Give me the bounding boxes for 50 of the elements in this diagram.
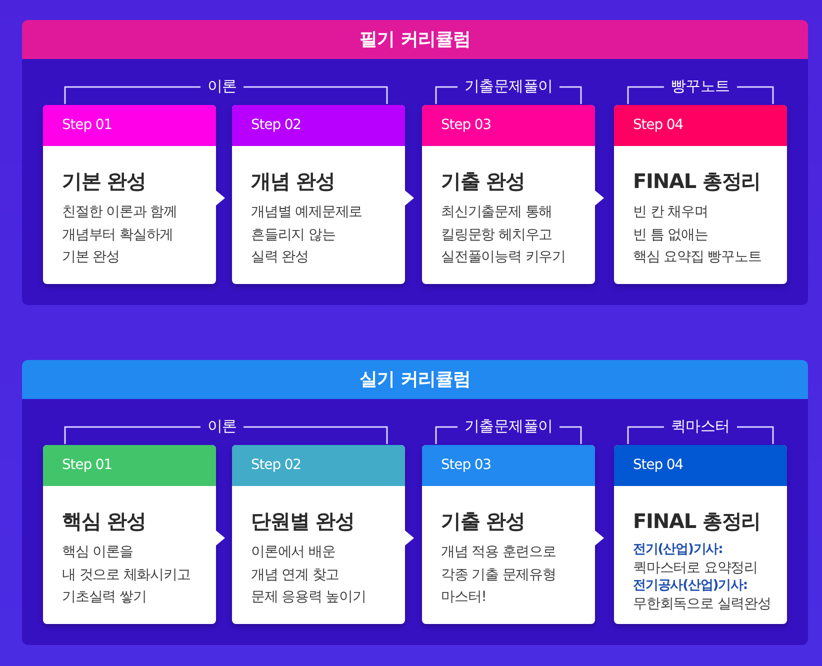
- step-card: [43, 105, 216, 284]
- step-card: [43, 445, 216, 624]
- bracket-label: 퀵마스터: [671, 416, 730, 436]
- card-description: 개념별 예제문제로 흔들리지 않는 실력 완성: [251, 203, 362, 267]
- card-description: 퀵마스터로 요약정리: [633, 559, 758, 577]
- card-description: 빈 칸 채우며 빈 틈 없애는 핵심 요약집 빵꾸노트: [633, 203, 762, 267]
- card-description: 핵심 이론을 내 것으로 체화시키고 기초실력 쌓기: [62, 543, 190, 607]
- step-header: Step 01: [43, 105, 216, 146]
- card-subheading: 전기공사(산업)기사:: [633, 577, 748, 595]
- step-header: Step 03: [422, 105, 595, 146]
- card-description: 무한회독으로 실력완성: [633, 595, 771, 613]
- card-description: 최신기출문제 통해 킬링문항 헤치우고 실전풀이능력 키우기: [441, 203, 566, 267]
- step-card: [614, 105, 787, 284]
- card-title: 개념 완성: [251, 168, 335, 195]
- card-description: 개념 적용 훈련으로 각종 기출 문제유형 마스터!: [441, 543, 556, 607]
- step-header: Step 01: [43, 445, 216, 486]
- card-title: 단원별 완성: [251, 508, 354, 535]
- card-title: FINAL 총정리: [633, 168, 761, 195]
- card-subheading: 전기(산업)기사:: [633, 541, 723, 559]
- step-card: [232, 445, 405, 624]
- step-header: Step 04: [614, 105, 787, 146]
- arrow: [216, 530, 225, 546]
- section-header: 필기 커리큘럼: [22, 20, 808, 59]
- card-title: 기출 완성: [441, 168, 525, 195]
- bracket-label: 기출문제풀이: [464, 416, 553, 436]
- step-card: [422, 445, 595, 624]
- arrow: [595, 190, 604, 206]
- arrow: [595, 530, 604, 546]
- step-card: [614, 445, 787, 624]
- step-card: [232, 105, 405, 284]
- section-header: 실기 커리큘럼: [22, 360, 808, 399]
- card-title: 핵심 완성: [62, 508, 146, 535]
- step-card: [422, 105, 595, 284]
- bracket-label: 이론: [208, 416, 237, 436]
- arrow: [405, 530, 414, 546]
- card-title: 기출 완성: [441, 508, 525, 535]
- step-header: Step 02: [232, 445, 405, 486]
- step-header: Step 04: [614, 445, 787, 486]
- step-header: Step 02: [232, 105, 405, 146]
- section-panel: [22, 360, 808, 645]
- card-title: FINAL 총정리: [633, 508, 761, 535]
- card-description: 이론에서 배운 개념 연계 찾고 문제 응용력 높이기: [251, 543, 366, 607]
- bracket-label: 빵꾸노트: [671, 76, 730, 96]
- step-header: Step 03: [422, 445, 595, 486]
- card-title: 기본 완성: [62, 168, 146, 195]
- bracket-label: 기출문제풀이: [464, 76, 553, 96]
- section-panel: [22, 20, 808, 305]
- arrow: [405, 190, 414, 206]
- bracket-label: 이론: [208, 76, 237, 96]
- card-description: 친절한 이론과 함께 개념부터 확실하게 기본 완성: [62, 203, 177, 267]
